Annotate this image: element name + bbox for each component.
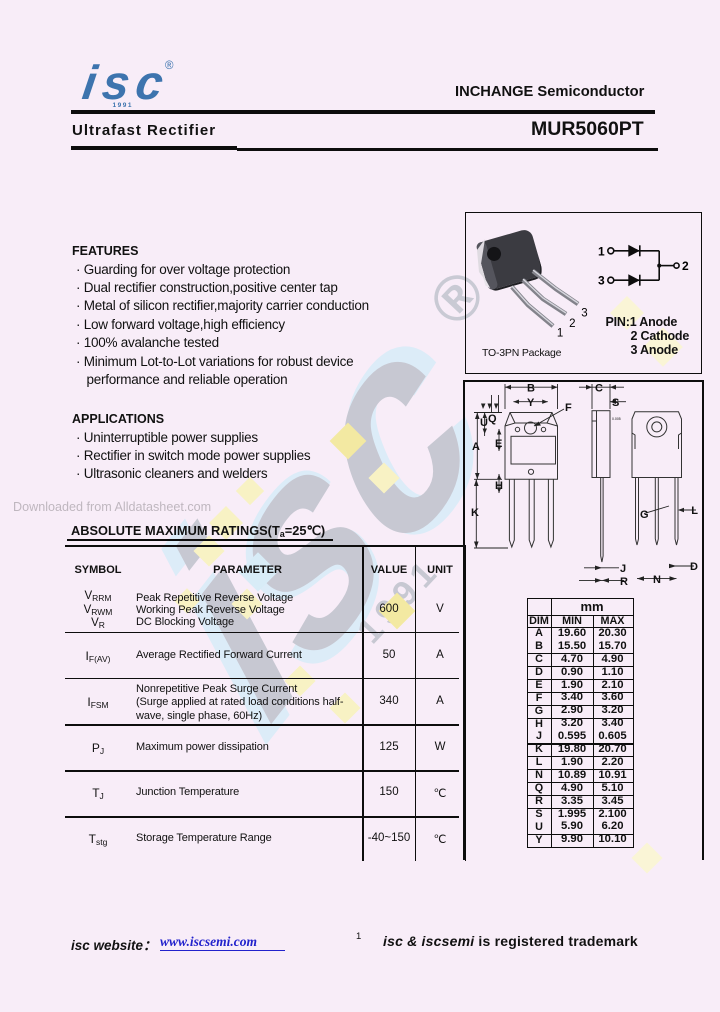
svg-text:1: 1 — [598, 244, 605, 258]
svg-text:R: R — [620, 576, 628, 588]
svg-text:D: D — [690, 561, 698, 573]
svg-text:Q: Q — [488, 413, 497, 425]
svg-text:U: U — [480, 417, 488, 429]
svg-text:C: C — [595, 383, 603, 395]
svg-text:L: L — [691, 505, 698, 517]
svg-text:E: E — [495, 438, 502, 450]
svg-text:G: G — [640, 509, 649, 521]
svg-text:Y: Y — [527, 397, 535, 409]
svg-text:K: K — [471, 507, 479, 519]
svg-text:N: N — [653, 574, 661, 586]
svg-text:3: 3 — [598, 273, 605, 287]
svg-text:B: B — [527, 383, 535, 395]
svg-text:H: H — [495, 480, 503, 492]
svg-text:3: 3 — [581, 307, 587, 319]
svg-text:1: 1 — [557, 327, 563, 339]
svg-text:2: 2 — [682, 259, 689, 273]
svg-text:S: S — [612, 397, 619, 409]
svg-text:A: A — [472, 441, 480, 453]
svg-text:0.005: 0.005 — [612, 417, 621, 421]
svg-text:2: 2 — [569, 318, 575, 330]
svg-text:J: J — [620, 563, 626, 575]
svg-text:F: F — [565, 402, 572, 414]
